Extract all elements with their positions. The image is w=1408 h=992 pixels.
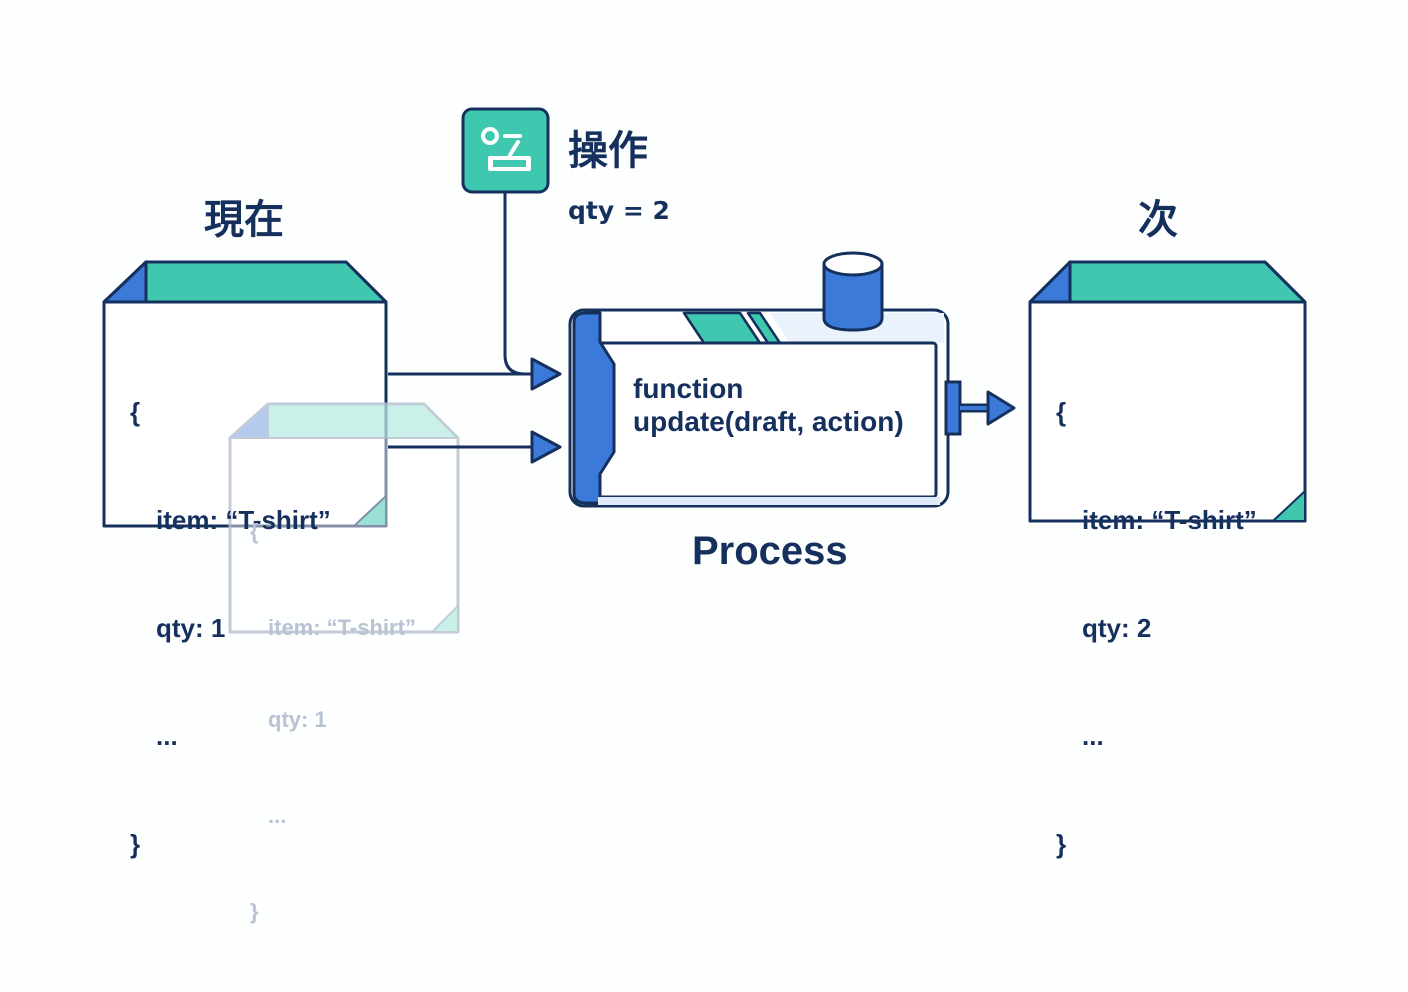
next-close-brace: } xyxy=(1056,829,1067,859)
draft-input-arrow xyxy=(388,430,562,464)
database-icon xyxy=(822,251,884,332)
next-state-document xyxy=(1028,260,1307,523)
current-heading: 現在 xyxy=(204,197,284,243)
function-signature: update(draft, action) xyxy=(633,406,904,437)
next-ellipsis-line: ... xyxy=(1082,721,1104,751)
code-ellipsis-line: ... xyxy=(156,721,178,751)
action-connector xyxy=(503,190,542,376)
output-arrow xyxy=(960,390,1016,426)
draft-close-brace: } xyxy=(250,899,259,924)
current-state-document xyxy=(102,260,388,528)
action-icon xyxy=(461,107,550,194)
state-input-arrow xyxy=(388,357,562,391)
next-item-line: item: “T-shirt” xyxy=(1082,505,1257,535)
process-box xyxy=(568,251,962,508)
draft-code: { item: “T-shirt” qty: 1 ... } xyxy=(250,452,416,992)
code-item-line: item: “T-shirt” xyxy=(156,505,331,535)
code-open-brace: { xyxy=(130,397,141,427)
page-fold-icon xyxy=(102,260,148,304)
next-qty-line: qty: 2 xyxy=(1082,613,1152,643)
process-label: Process xyxy=(692,529,848,573)
next-code: { item: “T-shirt” qty: 2 ... } xyxy=(1056,322,1257,934)
draft-ellipsis-line: ... xyxy=(268,803,287,828)
code-qty-line: qty: 1 xyxy=(156,613,226,643)
draft-open-brace: { xyxy=(250,519,259,544)
next-page-fold-icon xyxy=(1028,260,1072,304)
draft-item-line: item: “T-shirt” xyxy=(268,615,416,640)
function-keyword: function xyxy=(633,373,744,404)
ghost-page-fold-icon xyxy=(229,403,269,439)
next-open-brace: { xyxy=(1056,397,1067,427)
draft-document xyxy=(228,402,460,634)
process-function: function update(draft, action) xyxy=(633,372,904,438)
immer-diagram: 現在 操作 qty = 2 次 Process { item: “T-shirt… xyxy=(102,107,1307,924)
action-value: qty = 2 xyxy=(568,196,670,225)
current-code: { item: “T-shirt” qty: 1 ... } xyxy=(130,322,331,934)
diagram-canvas xyxy=(102,107,1307,634)
draft-qty-line: qty: 1 xyxy=(268,707,327,732)
action-heading: 操作 xyxy=(568,128,648,174)
next-heading: 次 xyxy=(1138,197,1178,243)
